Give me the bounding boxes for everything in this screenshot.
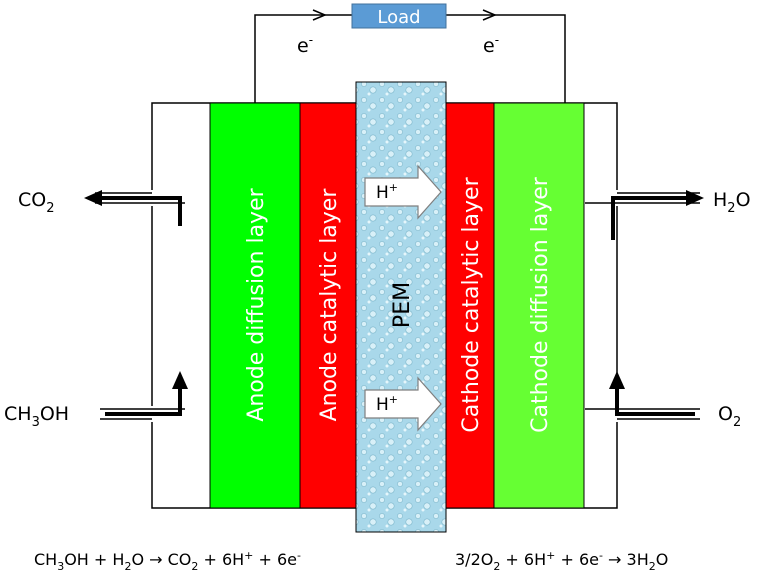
cathode-diffusion-label: Cathode diffusion layer: [528, 176, 553, 433]
cathode-catalytic-layer: [445, 102, 495, 509]
cathode-diffusion-layer: [493, 102, 585, 509]
ch3oh-flow-arrow-icon: [105, 385, 182, 416]
electron-arrow-right-icon: [482, 9, 497, 21]
cathode-catalytic-label: Cathode catalytic layer: [459, 176, 484, 432]
o2-label: O2: [718, 403, 741, 430]
h2o-label: H2O: [713, 189, 751, 216]
load-label: Load: [377, 7, 420, 28]
ch3oh-label: CH3OH: [4, 403, 69, 430]
electron-label-left: e-: [297, 33, 313, 57]
h2o-flow-arrow-icon: [611, 196, 688, 240]
h2o-arrowhead-icon: [686, 190, 704, 206]
ch3oh-arrowhead-icon: [172, 371, 188, 389]
anode-catalytic-layer: [299, 102, 357, 509]
anode-catalytic-label: Anode catalytic layer: [317, 188, 342, 422]
pem-membrane: [355, 81, 447, 533]
proton-arrow-bottom-icon: [364, 376, 442, 432]
co2-label: CO2: [18, 189, 55, 216]
cathode-equation: 3/2O2 + 6H+ + 6e- → 3H2O: [455, 549, 668, 573]
o2-flow-arrow-icon: [615, 385, 695, 416]
proton-label-top: H+: [376, 181, 398, 203]
co2-flow-arrow-icon: [98, 196, 182, 226]
pem-label: PEM: [390, 282, 415, 328]
proton-label-bottom: H+: [376, 393, 398, 415]
electron-arrow-left-icon: [312, 9, 327, 21]
proton-arrow-top-icon: [364, 164, 442, 220]
anode-equation: CH3OH + H2O → CO2 + 6H+ + 6e-: [34, 549, 301, 573]
o2-arrowhead-icon: [609, 371, 625, 389]
anode-diffusion-label: Anode diffusion layer: [244, 187, 269, 421]
load-box: [351, 3, 447, 29]
co2-arrowhead-icon: [84, 190, 102, 206]
electron-label-right: e-: [483, 33, 499, 57]
anode-diffusion-layer: [209, 102, 301, 509]
